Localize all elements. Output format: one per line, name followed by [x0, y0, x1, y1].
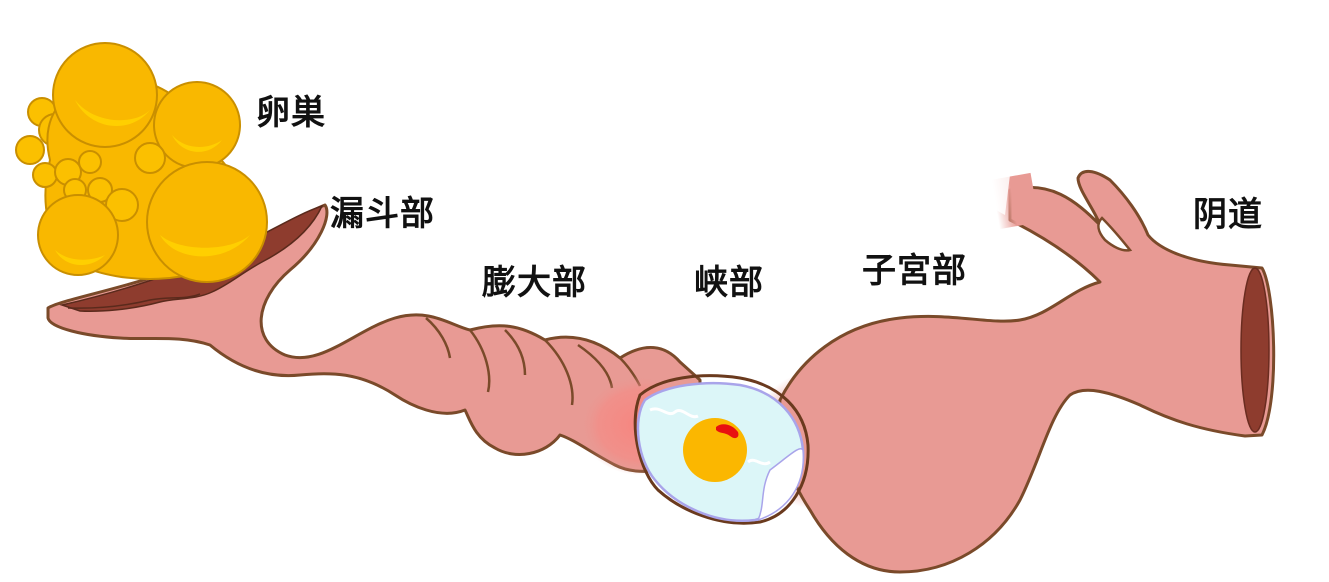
vagina-opening — [1240, 267, 1270, 433]
germinal-disc — [716, 424, 739, 439]
label-uterus: 子宮部 — [862, 251, 967, 291]
label-infundibulum: 漏斗部 — [330, 194, 435, 234]
egg — [633, 374, 810, 525]
label-ovary: 卵巣 — [256, 93, 326, 133]
uterus-and-vagina — [777, 170, 1276, 574]
label-isthmus: 峡部 — [694, 263, 764, 303]
egg-yolk — [683, 418, 747, 482]
label-magnum: 膨大部 — [482, 263, 587, 303]
label-vagina: 阴道 — [1193, 195, 1263, 235]
ovary — [15, 42, 268, 283]
